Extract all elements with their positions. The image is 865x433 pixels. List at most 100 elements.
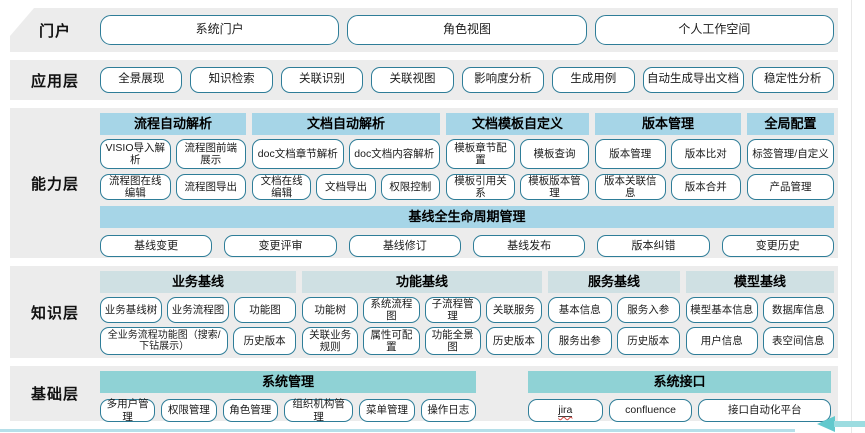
node-stability-analysis: 稳定性分析 <box>751 67 834 93</box>
application-layer-band: 应用层 全景展现 知识检索 关联识别 关联视图 影响度分析 生成用例 自动生成导… <box>10 60 838 100</box>
node-relation-view: 关联视图 <box>371 67 454 93</box>
node-function-panorama: 功能全景图 <box>424 327 481 355</box>
node-history-version: 历史版本 <box>233 327 296 355</box>
node-visio-import: VISIO导入解析 <box>100 139 171 169</box>
node-org-structure-mgmt: 组织机构管理 <box>283 398 354 423</box>
capability-content: 流程自动解析 VISIO导入解析 流程图前端展示 流程图在线编辑 流程图导出 文… <box>100 108 834 258</box>
node-service-input-params: 服务入参 <box>616 297 680 323</box>
node-baseline-change: 基线变更 <box>100 235 213 257</box>
node-template-query: 模板查询 <box>520 139 589 169</box>
foundation-layer-band: 基础层 系统管理 多用户管理 权限管理 角色管理 组织机构管理 菜单管理 操作日… <box>10 366 838 423</box>
node-impact-analysis: 影响度分析 <box>461 67 545 93</box>
group-template-custom: 文档模板自定义 模板章节配置 模板查询 模板引用关系 模板版本管理 <box>446 113 589 200</box>
node-flow-front-display: 流程图前端展示 <box>175 139 246 169</box>
node-interface-automation-platform: 接口自动化平台 <box>698 399 831 422</box>
group-row: 功能树 系统流程图 子流程管理 关联服务 <box>302 297 542 323</box>
group-row: 模板引用关系 模板版本管理 <box>446 174 589 200</box>
node-personal-workspace: 个人工作空间 <box>594 15 834 45</box>
group-header: 版本管理 <box>595 113 741 135</box>
node-doc-export: 文档导出 <box>316 174 376 200</box>
node-system-portal: 系统门户 <box>100 15 340 45</box>
node-version-relation-info: 版本关联信息 <box>595 174 666 200</box>
group-doc-parse: 文档自动解析 doc文档章节解析 doc文档内容解析 文档在线编辑 文档导出 权… <box>252 113 440 200</box>
jira-label: jira <box>558 403 573 418</box>
group-model-baseline: 模型基线 模型基本信息 数据库信息 用户信息 表空间信息 <box>686 271 834 355</box>
node-related-business-rules: 关联业务规则 <box>302 327 359 355</box>
capability-layer-band: 能力层 流程自动解析 VISIO导入解析 流程图前端展示 流程图在线编辑 流程图… <box>10 108 838 258</box>
bottom-edge-line <box>0 429 795 432</box>
layer-label-foundation: 基础层 <box>30 386 79 403</box>
node-role-view: 角色视图 <box>347 15 587 45</box>
group-row: 业务基线树 业务流程图 功能图 <box>100 297 296 323</box>
knowledge-content: 业务基线 业务基线树 业务流程图 功能图 全业务流程功能图（搜索/下钻展示） 历… <box>100 266 834 358</box>
node-tag-mgmt-custom: 标签管理/自定义 <box>747 139 834 169</box>
node-change-review: 变更评审 <box>224 235 337 257</box>
capability-groups: 流程自动解析 VISIO导入解析 流程图前端展示 流程图在线编辑 流程图导出 文… <box>100 108 834 200</box>
node-menu-mgmt: 菜单管理 <box>359 399 415 422</box>
group-header: 文档自动解析 <box>252 113 440 135</box>
portal-band: 门户 系统门户 角色视图 个人工作空间 <box>10 8 838 52</box>
layer-label-knowledge: 知识层 <box>30 304 79 322</box>
group-row: 流程图在线编辑 流程图导出 <box>100 174 246 200</box>
group-function-baseline: 功能基线 功能树 系统流程图 子流程管理 关联服务 关联业务规则 属性可配置 功… <box>302 271 542 355</box>
node-flow-export: 流程图导出 <box>175 174 246 200</box>
node-template-chapter-config: 模板章节配置 <box>446 139 515 169</box>
group-row: 产品管理 <box>747 174 834 200</box>
node-function-tree: 功能树 <box>302 297 359 323</box>
group-row: 模板章节配置 模板查询 <box>446 139 589 169</box>
group-business-baseline: 业务基线 业务基线树 业务流程图 功能图 全业务流程功能图（搜索/下钻展示） 历… <box>100 271 296 355</box>
group-row: 版本管理 版本比对 <box>595 139 741 169</box>
layer-label-capability: 能力层 <box>30 175 79 193</box>
node-user-info: 用户信息 <box>686 327 758 355</box>
group-header: 模型基线 <box>686 271 834 293</box>
group-header: 系统管理 <box>100 371 476 393</box>
group-row: doc文档章节解析 doc文档内容解析 <box>252 139 440 169</box>
node-system-flowchart: 系统流程图 <box>363 297 420 323</box>
node-related-services: 关联服务 <box>485 297 542 323</box>
node-permission-mgmt: 权限管理 <box>161 399 217 422</box>
node-service-output-params: 服务出参 <box>548 327 612 355</box>
group-global-config: 全局配置 标签管理/自定义 产品管理 <box>747 113 834 200</box>
group-row: 文档在线编辑 文档导出 权限控制 <box>252 174 440 200</box>
group-header: 功能基线 <box>302 271 542 293</box>
node-function-diagram: 功能图 <box>234 297 296 323</box>
group-row: 用户信息 表空间信息 <box>686 327 834 355</box>
node-configurable-attrs: 属性可配置 <box>363 327 420 355</box>
layer-label-portal: 门户 <box>38 22 71 40</box>
node-auto-export-doc: 自动生成导出文档 <box>642 67 744 93</box>
group-row: 标签管理/自定义 <box>747 139 834 169</box>
group-process-parse: 流程自动解析 VISIO导入解析 流程图前端展示 流程图在线编辑 流程图导出 <box>100 113 246 200</box>
group-row: 版本关联信息 版本合并 <box>595 174 741 200</box>
knowledge-layer-band: 知识层 业务基线 业务基线树 业务流程图 功能图 全业务流程功能图（搜索/下钻展… <box>10 266 838 358</box>
group-header: 流程自动解析 <box>100 113 246 135</box>
node-product-mgmt: 产品管理 <box>747 174 834 200</box>
node-template-version-mgmt: 模板版本管理 <box>520 174 589 200</box>
node-doc-content-parse: doc文档内容解析 <box>348 139 440 169</box>
node-jira: jira <box>528 399 603 422</box>
node-history-version: 历史版本 <box>485 327 542 355</box>
node-flow-online-edit: 流程图在线编辑 <box>100 174 171 200</box>
node-multi-user-mgmt: 多用户管理 <box>100 398 156 423</box>
node-basic-info: 基本信息 <box>548 297 612 323</box>
node-doc-online-edit: 文档在线编辑 <box>252 174 312 200</box>
foundation-content: 系统管理 多用户管理 权限管理 角色管理 组织机构管理 菜单管理 操作日志 系统… <box>100 366 834 423</box>
node-version-correction: 版本纠错 <box>597 235 710 257</box>
node-role-mgmt: 角色管理 <box>222 399 278 422</box>
group-row: 模型基本信息 数据库信息 <box>686 297 834 323</box>
group-row: 多用户管理 权限管理 角色管理 组织机构管理 菜单管理 操作日志 <box>100 398 476 423</box>
group-version-mgmt: 版本管理 版本管理 版本比对 版本关联信息 版本合并 <box>595 113 741 200</box>
node-subprocess-mgmt: 子流程管理 <box>424 297 481 323</box>
node-doc-chapter-parse: doc文档章节解析 <box>252 139 344 169</box>
group-row: 全业务流程功能图（搜索/下钻展示） 历史版本 <box>100 327 296 355</box>
group-header: 文档模板自定义 <box>446 113 589 135</box>
node-confluence: confluence <box>608 399 693 422</box>
node-business-flowchart: 业务流程图 <box>167 297 229 323</box>
baseline-lifecycle-header: 基线全生命周期管理 <box>100 206 834 228</box>
left-arrow-tail <box>834 421 865 427</box>
node-baseline-revise: 基线修订 <box>348 235 461 257</box>
node-history-version: 历史版本 <box>616 327 680 355</box>
layer-label-application: 应用层 <box>30 72 79 90</box>
application-buttons-row: 全景展现 知识检索 关联识别 关联视图 影响度分析 生成用例 自动生成导出文档 … <box>100 60 834 100</box>
node-business-baseline-tree: 业务基线树 <box>100 297 162 323</box>
node-version-compare: 版本比对 <box>670 139 741 169</box>
